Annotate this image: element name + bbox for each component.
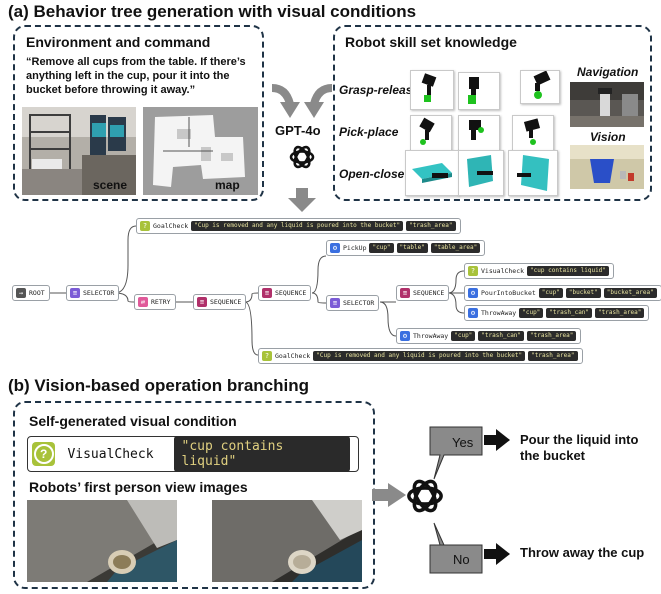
visual-condition-title: Self-generated visual condition (29, 413, 237, 429)
map-image (143, 107, 258, 195)
pick-place-frame-1 (410, 115, 452, 153)
tree-throwaway-inner-node: ⚙ ThrowAway "cup" "trash_can" "trash_are… (464, 305, 650, 321)
action-icon: ⚙ (330, 243, 340, 253)
skill-set-title: Robot skill set knowledge (345, 34, 517, 50)
environment-title: Environment and command (26, 34, 211, 50)
vision-label: Vision (590, 130, 626, 144)
openai-logo-icon (407, 479, 443, 513)
skill-open-close: Open-close (339, 167, 405, 181)
selector-icon: ≡ (330, 298, 340, 308)
tree-sequence-node-2: ≡ SEQUENCE (258, 285, 312, 301)
visual-check-row: ? VisualCheck "cup contains liquid" (27, 436, 359, 472)
yes-label: Yes (452, 435, 474, 450)
action-icon: ⚙ (400, 331, 410, 341)
tree-pour-node: ⚙ PourIntoBucket "cup" "bucket" "bucket_… (464, 285, 661, 301)
tree-sequence-node-1: ≡ SEQUENCE (193, 294, 247, 310)
tree-goalcheck-bottom-node: ? GoalCheck "Cup is removed and any liqu… (258, 348, 583, 364)
grasp-release-frame-1 (410, 70, 454, 110)
open-close-frame-1 (405, 150, 459, 196)
question-icon: ? (140, 221, 150, 231)
scene-label: scene (93, 178, 128, 192)
question-icon: ? (32, 442, 56, 466)
grasp-release-frame-2 (458, 72, 500, 110)
command-text: “Remove all cups from the table. If ther… (26, 56, 246, 96)
navigation-label: Navigation (577, 65, 639, 79)
sequence-icon: ≡ (400, 288, 410, 298)
tree-pickup-node: ⚙ PickUp "cup" "table" "table_area" (326, 240, 486, 256)
action-icon: ⚙ (468, 308, 478, 318)
skill-grasp-release: Grasp-release (339, 83, 420, 97)
fpv-image-1 (27, 500, 177, 582)
tree-visualcheck-node: ? VisualCheck "cup contains liquid" (464, 263, 614, 279)
question-icon: ? (468, 266, 478, 276)
retry-icon: ⇄ (138, 297, 148, 307)
tree-throwaway-outer-node: ⚙ ThrowAway "cup" "trash_can" "trash_are… (396, 328, 582, 344)
tree-selector-node-1: ≡ SELECTOR (66, 285, 120, 301)
question-icon: ? (262, 351, 272, 361)
sequence-icon: ≡ (262, 288, 272, 298)
section-b-title: (b) Vision-based operation branching (8, 376, 309, 395)
tree-connectors (50, 225, 465, 356)
openai-logo-icon (289, 145, 315, 169)
tree-root-node: → ROOT (12, 285, 50, 301)
environment-command-box (13, 25, 264, 201)
section-a-title: (a) Behavior tree generation with visual… (8, 2, 417, 21)
tree-selector-node-2: ≡ SELECTOR (326, 295, 380, 311)
selector-icon: ≡ (70, 288, 80, 298)
branch-diagram (372, 426, 510, 574)
fpv-title: Robots’ first person view images (29, 479, 248, 495)
no-label: No (453, 552, 470, 567)
pick-place-frame-2 (458, 115, 500, 153)
tree-goalcheck-top-node: ? GoalCheck "Cup is removed and any liqu… (136, 218, 461, 234)
action-icon: ⚙ (468, 288, 478, 298)
skill-set-box (333, 25, 652, 201)
scene-image (22, 107, 136, 195)
navigation-image (570, 82, 644, 127)
gpt-arrows (271, 84, 333, 212)
open-close-frame-3 (508, 150, 558, 196)
no-outcome: Throw away the cup (520, 545, 645, 560)
visual-check-name: VisualCheck (67, 446, 154, 462)
tree-retry-node: ⇄ RETRY (134, 294, 176, 310)
visual-check-arg: "cup contains liquid" (173, 436, 350, 472)
open-close-frame-2 (458, 150, 504, 196)
yes-outcome: Pour the liquid into the bucket (520, 432, 639, 463)
map-label: map (215, 178, 240, 192)
tree-sequence-node-3: ≡ SEQUENCE (396, 285, 450, 301)
vision-image (570, 145, 644, 189)
skill-pick-place: Pick-place (339, 125, 399, 139)
grasp-release-frame-3 (520, 70, 560, 104)
fpv-image-2 (212, 500, 362, 582)
sequence-icon: ≡ (197, 297, 207, 307)
gpt-4o-label: GPT-4o (275, 123, 321, 138)
root-icon: → (16, 288, 26, 298)
pick-place-frame-3 (512, 115, 554, 153)
